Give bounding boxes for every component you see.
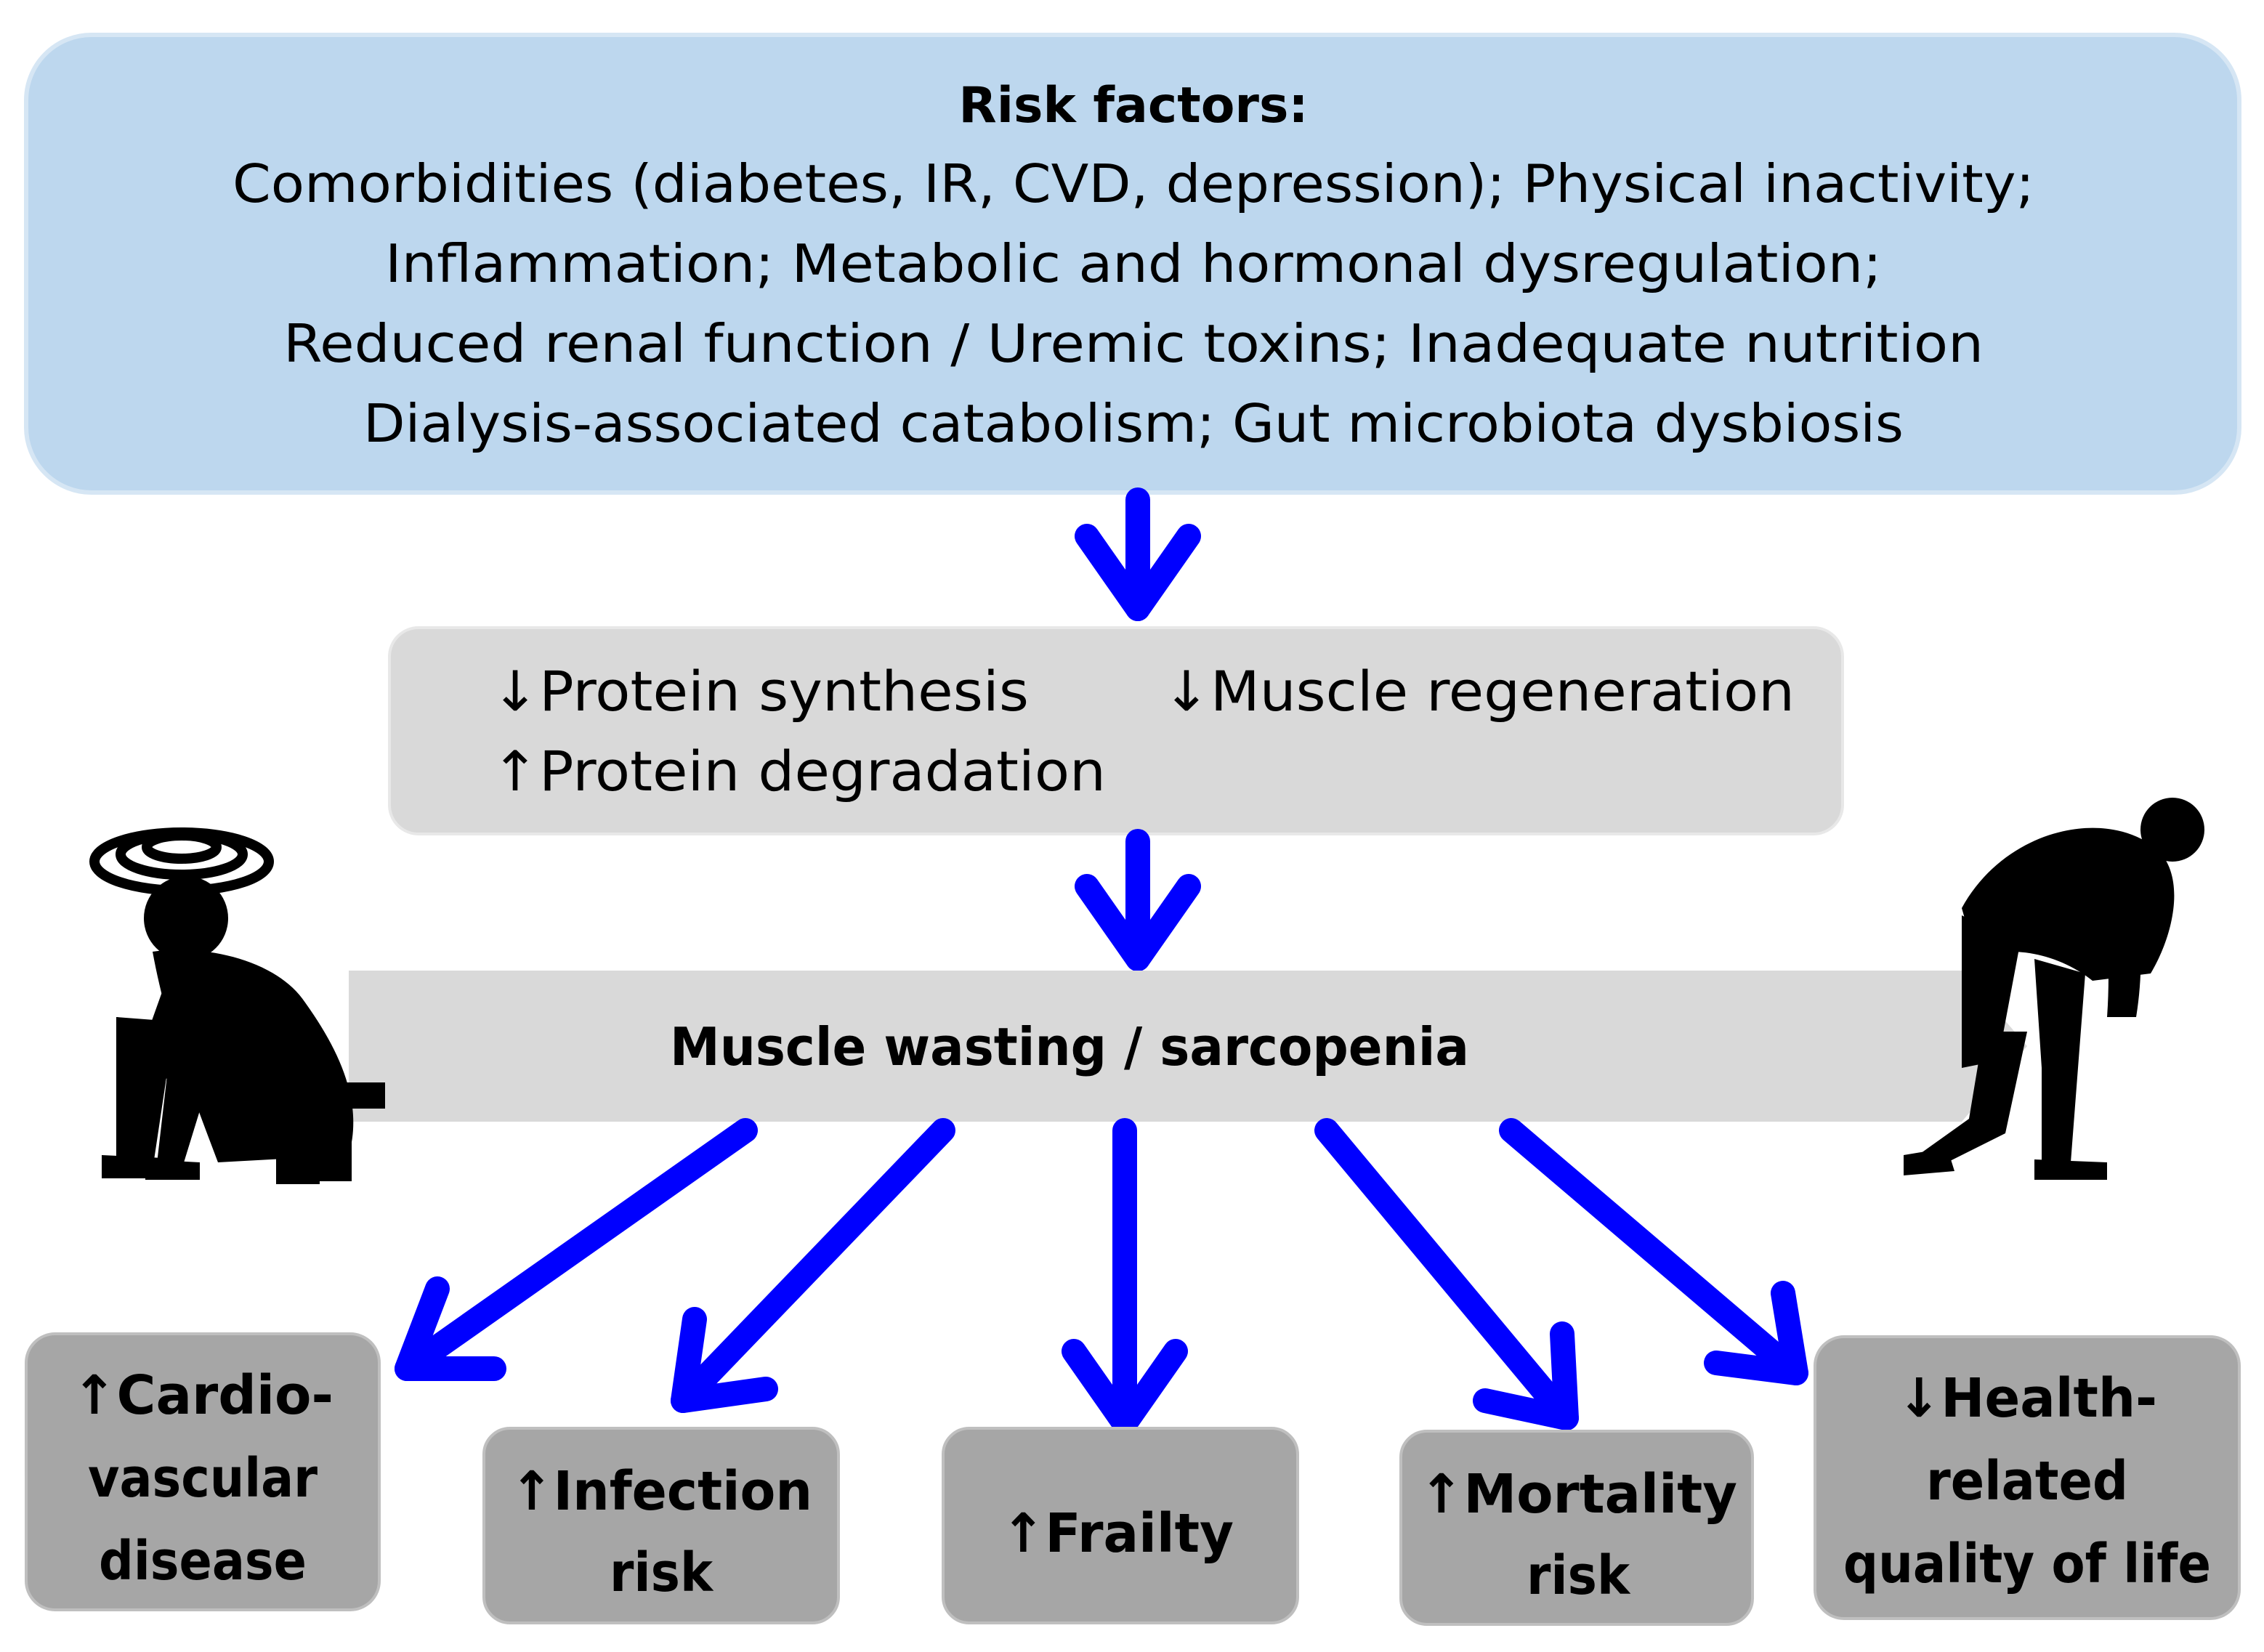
outcome-cardiovascular-line-2: vascular	[88, 1447, 318, 1510]
sitting-dizzy-person-icon	[89, 827, 385, 1184]
outcome-cardiovascular-box	[25, 1332, 381, 1611]
arrow-to-cardiovascular	[395, 1118, 758, 1381]
risk-factor-line-1: Comorbidities (diabetes, IR, CVD, depres…	[233, 153, 2034, 214]
outcome-cardiovascular-line-3: disease	[99, 1530, 307, 1592]
outcome-mortality-line-1: ↑Mortality	[1419, 1463, 1737, 1526]
mechanisms-box: ↓Protein synthesis ↓Muscle regeneration …	[388, 626, 1844, 835]
arrow-to-quality-of-life	[1499, 1118, 1808, 1385]
outcome-mortality-box	[1399, 1430, 1754, 1626]
outcome-quality-of-life-line-3: quality of life	[1843, 1533, 2211, 1595]
outcome-infection: ↑Infection risk	[482, 1427, 840, 1624]
risk-factor-line-3: Reduced renal function / Uremic toxins; …	[283, 313, 1984, 374]
protein-synthesis-label: ↓Protein synthesis	[491, 659, 1029, 724]
risk-factors-box: Risk factors: Comorbidities (diabetes, I…	[24, 33, 2241, 495]
outcome-infection-line-1: ↑Infection	[510, 1460, 812, 1523]
risk-factor-line-4: Dialysis-associated catabolism; Gut micr…	[363, 393, 1904, 454]
central-label: Muscle wasting / sarcopenia	[670, 1016, 1469, 1077]
outcome-mortality: ↑Mortality risk	[1399, 1430, 1754, 1626]
central-arrow-shape	[349, 971, 2027, 1122]
outcome-frailty-line-1: ↑Frailty	[1001, 1502, 1234, 1565]
central-arrow: Muscle wasting / sarcopenia	[349, 971, 2027, 1122]
outcome-quality-of-life-box	[1814, 1335, 2241, 1620]
outcome-infection-box	[482, 1427, 840, 1624]
arrow-to-mortality	[1314, 1118, 1579, 1430]
outcome-frailty-box	[942, 1427, 1299, 1624]
arrow-to-frailty	[1062, 1118, 1188, 1436]
outcome-frailty: ↑Frailty	[942, 1427, 1299, 1624]
arrow-to-infection	[671, 1118, 955, 1413]
arrow-mechanisms-to-central	[1075, 829, 1201, 971]
outcome-cardiovascular-line-1: ↑Cardio-	[72, 1364, 333, 1427]
risk-factors-title: Risk factors:	[958, 77, 1308, 134]
mechanisms-box-bg	[388, 626, 1844, 835]
muscle-regeneration-label: ↓Muscle regeneration	[1163, 659, 1795, 724]
outcome-cardiovascular: ↑Cardio- vascular disease	[25, 1332, 381, 1611]
protein-degradation-label: ↑Protein degradation	[491, 739, 1106, 803]
bent-over-weak-person-icon	[1904, 798, 2204, 1180]
outcome-infection-line-2: risk	[610, 1542, 714, 1604]
outcome-mortality-line-2: risk	[1527, 1544, 1631, 1607]
outcome-quality-of-life: ↓Health- related quality of life	[1814, 1335, 2241, 1620]
outcome-quality-of-life-line-1: ↓Health-	[1897, 1367, 2157, 1430]
risk-factor-line-2: Inflammation; Metabolic and hormonal dys…	[385, 233, 1882, 294]
outcome-quality-of-life-line-2: related	[1926, 1450, 2128, 1513]
arrow-risk-to-mechanisms	[1075, 487, 1201, 621]
